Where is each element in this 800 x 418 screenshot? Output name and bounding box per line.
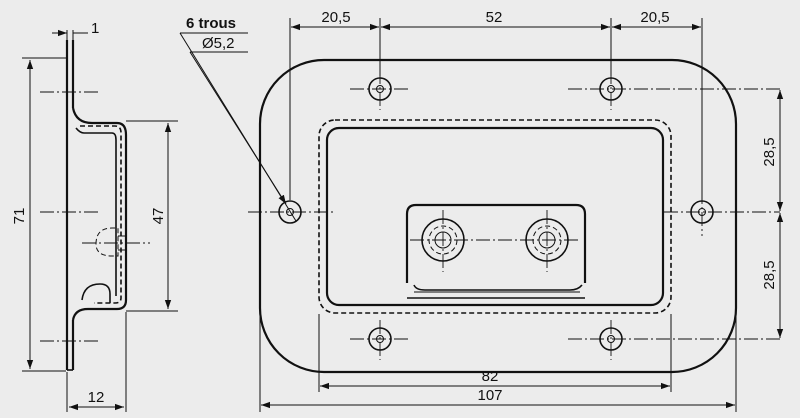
dim-28-5-bottom-label: 28,5 bbox=[761, 260, 778, 289]
mounting-hole-left bbox=[248, 200, 336, 224]
note-leader-2 bbox=[189, 51, 287, 205]
dim-28-5-top-label: 28,5 bbox=[761, 137, 778, 166]
dim-20-5-right-label: 20,5 bbox=[640, 9, 669, 26]
hole-note-line2: Ø5,2 bbox=[202, 35, 235, 52]
handle-hook bbox=[81, 283, 111, 303]
recess-profile bbox=[71, 107, 128, 321]
mounting-hole-bottom-right bbox=[568, 327, 780, 351]
dim-1-label: 1 bbox=[91, 20, 99, 37]
pivot-hidden bbox=[95, 227, 119, 257]
mounting-hole-right bbox=[664, 200, 780, 224]
recess-inner bbox=[325, 126, 665, 307]
dim-12-label: 12 bbox=[88, 389, 105, 406]
dim-71-label: 71 bbox=[11, 208, 28, 225]
dim-47-label: 47 bbox=[150, 208, 167, 225]
outer-plate bbox=[258, 58, 738, 374]
recess-outer-dashed bbox=[318, 119, 672, 314]
handle-pocket bbox=[405, 203, 587, 283]
dim-52-label: 52 bbox=[486, 9, 503, 26]
hole-note-line1: 6 trous bbox=[186, 15, 236, 32]
mounting-hole-top-right bbox=[568, 77, 780, 101]
front-view: 20,5 52 20,5 28,5 28,5 82 107 6 trous Ø5… bbox=[179, 9, 784, 412]
dim-82-label: 82 bbox=[482, 368, 499, 385]
side-view: 71 47 1 12 bbox=[11, 20, 178, 412]
dim-107-label: 107 bbox=[477, 387, 502, 404]
dim-20-5-left-label: 20,5 bbox=[321, 9, 350, 26]
